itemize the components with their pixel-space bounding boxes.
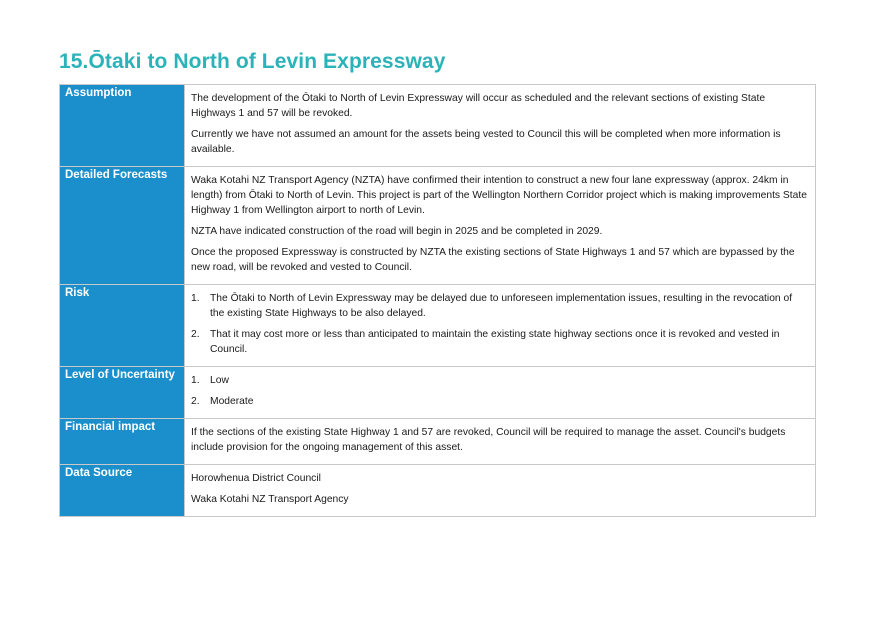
- list-number: 1.: [191, 293, 200, 304]
- list-item: 1. Low: [191, 373, 809, 388]
- paragraph: Currently we have not assumed an amount …: [191, 129, 781, 155]
- list-number: 1.: [191, 375, 200, 386]
- list-item: 2. Moderate: [191, 394, 809, 409]
- table-row-financial-impact: Financial impact If the sections of the …: [59, 418, 816, 465]
- paragraph: Once the proposed Expressway is construc…: [191, 247, 795, 273]
- paragraph: The development of the Ōtaki to North of…: [191, 93, 766, 119]
- row-content-data-source: Horowhenua District Council Waka Kotahi …: [184, 464, 816, 517]
- paragraph: Horowhenua District Council: [191, 473, 321, 484]
- list-text: Moderate: [210, 396, 254, 407]
- row-label-data-source: Data Source: [59, 464, 185, 517]
- risk-list: 1. The Ōtaki to North of Levin Expresswa…: [191, 291, 809, 357]
- list-text: The Ōtaki to North of Levin Expressway m…: [210, 293, 793, 319]
- row-label-risk: Risk: [59, 284, 185, 367]
- row-content-detailed-forecasts: Waka Kotahi NZ Transport Agency (NZTA) h…: [184, 166, 816, 285]
- table-row-detailed-forecasts: Detailed Forecasts Waka Kotahi NZ Transp…: [59, 166, 816, 285]
- paragraph: NZTA have indicated construction of the …: [191, 226, 603, 237]
- list-item: 1. The Ōtaki to North of Levin Expresswa…: [191, 291, 809, 321]
- list-item: 2. That it may cost more or less than an…: [191, 327, 809, 357]
- row-label-assumption: Assumption: [59, 84, 185, 167]
- table-row-assumption: Assumption The development of the Ōtaki …: [59, 84, 816, 167]
- list-number: 2.: [191, 396, 200, 407]
- list-number: 2.: [191, 329, 200, 340]
- row-label-financial-impact: Financial impact: [59, 418, 185, 465]
- table-row-risk: Risk 1. The Ōtaki to North of Levin Expr…: [59, 284, 816, 367]
- row-label-detailed-forecasts: Detailed Forecasts: [59, 166, 185, 285]
- table-row-data-source: Data Source Horowhenua District Council …: [59, 464, 816, 517]
- paragraph: Waka Kotahi NZ Transport Agency: [191, 494, 349, 505]
- uncertainty-list: 1. Low 2. Moderate: [191, 373, 809, 409]
- list-text: Low: [210, 375, 229, 386]
- assumptions-table: Assumption The development of the Ōtaki …: [59, 84, 816, 517]
- paragraph: If the sections of the existing State Hi…: [191, 427, 786, 453]
- page-title: 15.Ōtaki to North of Levin Expressway: [59, 50, 446, 73]
- row-label-level-of-uncertainty: Level of Uncertainty: [59, 366, 185, 419]
- row-content-risk: 1. The Ōtaki to North of Levin Expresswa…: [184, 284, 816, 367]
- paragraph: Waka Kotahi NZ Transport Agency (NZTA) h…: [191, 175, 807, 216]
- list-text: That it may cost more or less than antic…: [210, 329, 780, 355]
- row-content-financial-impact: If the sections of the existing State Hi…: [184, 418, 816, 465]
- row-content-assumption: The development of the Ōtaki to North of…: [184, 84, 816, 167]
- table-row-level-of-uncertainty: Level of Uncertainty 1. Low 2. Moderate: [59, 366, 816, 419]
- row-content-level-of-uncertainty: 1. Low 2. Moderate: [184, 366, 816, 419]
